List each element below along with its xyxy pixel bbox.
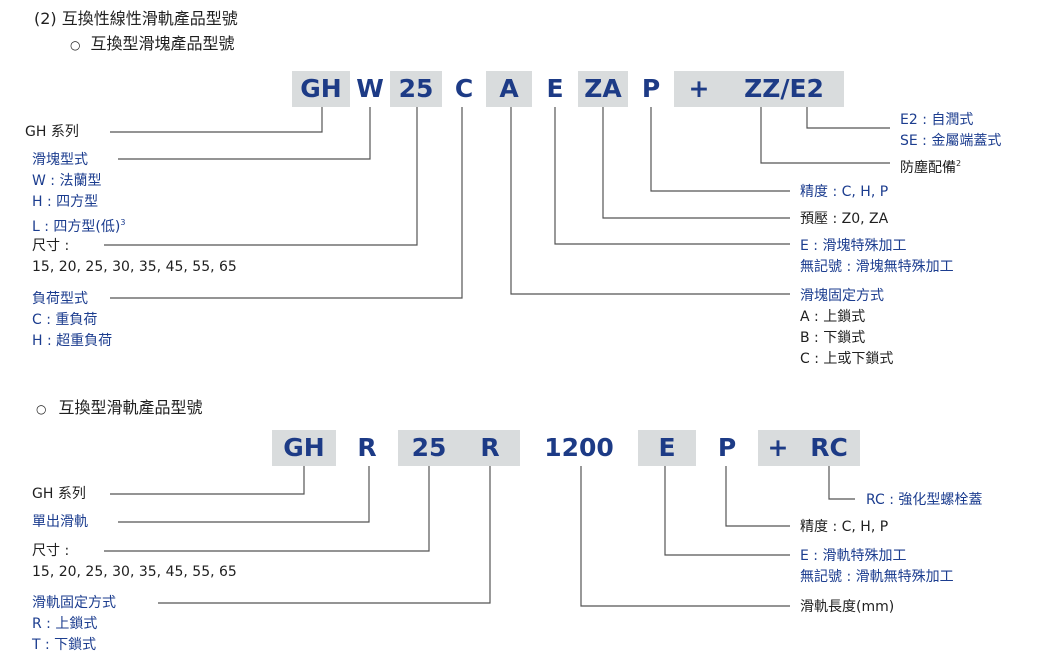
code-preload: ZA (578, 71, 628, 107)
line-fix (510, 107, 790, 295)
line-rail-e (664, 466, 790, 556)
code-e: E (532, 71, 578, 107)
label-preload: 預壓 : Z0, ZA (800, 211, 889, 227)
bullet-circle-icon: ○ (36, 402, 47, 416)
line-rail-rc (828, 466, 855, 500)
block-section-title: ○ 互換型滑塊產品型號 (70, 34, 235, 55)
code-dust: ZZ/E2 (724, 71, 844, 107)
line-rail-size (104, 466, 430, 552)
rail-code-size: 25 (398, 430, 460, 466)
label-size-title: 尺寸 : (32, 238, 70, 254)
rail-code-precision: P (696, 430, 758, 466)
rail-code-gh: GH (272, 430, 336, 466)
code-fix: A (486, 71, 532, 107)
label-block-type-h: H : 四方型 (32, 194, 99, 210)
code-w: W (350, 71, 390, 107)
label-block-type-w: W : 法蘭型 (32, 173, 102, 189)
line-preload (602, 107, 790, 219)
label-fix-c: C : 上或下鎖式 (800, 351, 894, 367)
label-rail-fix-title: 滑軌固定方式 (32, 595, 116, 611)
label-gh-series: GH 系列 (25, 124, 79, 140)
label-dust: 防塵配備2 (900, 155, 961, 177)
code-size: 25 (390, 71, 442, 107)
label-fix-title: 滑塊固定方式 (800, 288, 884, 304)
label-rail-size-values: 15, 20, 25, 30, 35, 45, 55, 65 (32, 564, 237, 580)
label-block-type-l-sup: 3 (120, 218, 126, 227)
label-e-option: E : 滑塊特殊加工 (800, 238, 907, 254)
block-section-title-text: 互換型滑塊產品型號 (90, 34, 235, 53)
rail-code-e: E (638, 430, 696, 466)
rail-section-title-text: 互換型滑軌產品型號 (58, 398, 203, 417)
code-precision: P (628, 71, 674, 107)
label-block-type-l-text: L : 四方型(低) (32, 219, 121, 235)
label-rail-precision: 精度 : C, H, P (800, 519, 889, 535)
line-rail-length (580, 466, 790, 607)
label-load-h: H : 超重負荷 (32, 333, 113, 349)
line-precision (650, 107, 790, 192)
line-rail-precision (725, 466, 790, 527)
code-load: C (442, 71, 486, 107)
label-dust-sup: 2 (956, 159, 962, 168)
code-plus: + (674, 71, 724, 107)
label-e2: E2 : 自潤式 (900, 112, 974, 128)
label-rail-size-title: 尺寸 : (32, 543, 70, 559)
bullet-circle-icon: ○ (70, 38, 81, 52)
rail-code-r: R (336, 430, 398, 466)
label-rail-rc: RC : 強化型螺栓蓋 (866, 492, 983, 508)
line-gh-series (110, 107, 323, 133)
label-fix-b: B : 下鎖式 (800, 330, 866, 346)
label-size-values: 15, 20, 25, 30, 35, 45, 55, 65 (32, 259, 237, 275)
label-dust-text: 防塵配備 (900, 160, 956, 176)
line-e2 (806, 107, 890, 129)
label-rail-e: E : 滑軌特殊加工 (800, 548, 907, 564)
line-rail-fix (158, 466, 491, 604)
line-rail-single (118, 466, 370, 523)
label-rail-fix-t: T : 下鎖式 (32, 637, 97, 653)
label-se: SE : 金屬端蓋式 (900, 133, 1002, 149)
label-block-type-title: 滑塊型式 (32, 152, 88, 168)
label-fix-a: A : 上鎖式 (800, 309, 866, 325)
label-block-type-l: L : 四方型(低)3 (32, 214, 125, 236)
label-rail-length: 滑軌長度(mm) (800, 599, 895, 615)
label-precision: 精度 : C, H, P (800, 184, 889, 200)
code-gh: GH (292, 71, 350, 107)
line-size (104, 107, 418, 246)
label-rail-single: 單出滑軌 (32, 514, 88, 530)
main-heading: (2) 互換性線性滑軌產品型號 (34, 9, 238, 28)
label-rail-gh: GH 系列 (32, 486, 86, 502)
line-rail-gh (110, 466, 305, 495)
rail-code-plus: + (758, 430, 798, 466)
label-load-title: 負荷型式 (32, 291, 88, 307)
label-rail-fix-r: R : 上鎖式 (32, 616, 98, 632)
rail-code-fix: R (460, 430, 520, 466)
label-no-mark: 無記號 : 滑塊無特殊加工 (800, 259, 954, 275)
line-dust (760, 107, 890, 164)
label-load-c: C : 重負荷 (32, 312, 98, 328)
line-e-option (554, 107, 790, 245)
rail-code-length: 1200 (520, 430, 638, 466)
label-rail-no-mark: 無記號 : 滑軌無特殊加工 (800, 569, 954, 585)
rail-code-rc: RC (798, 430, 860, 466)
rail-section-title: ○ 互換型滑軌產品型號 (36, 398, 203, 419)
line-block-type (118, 107, 371, 160)
